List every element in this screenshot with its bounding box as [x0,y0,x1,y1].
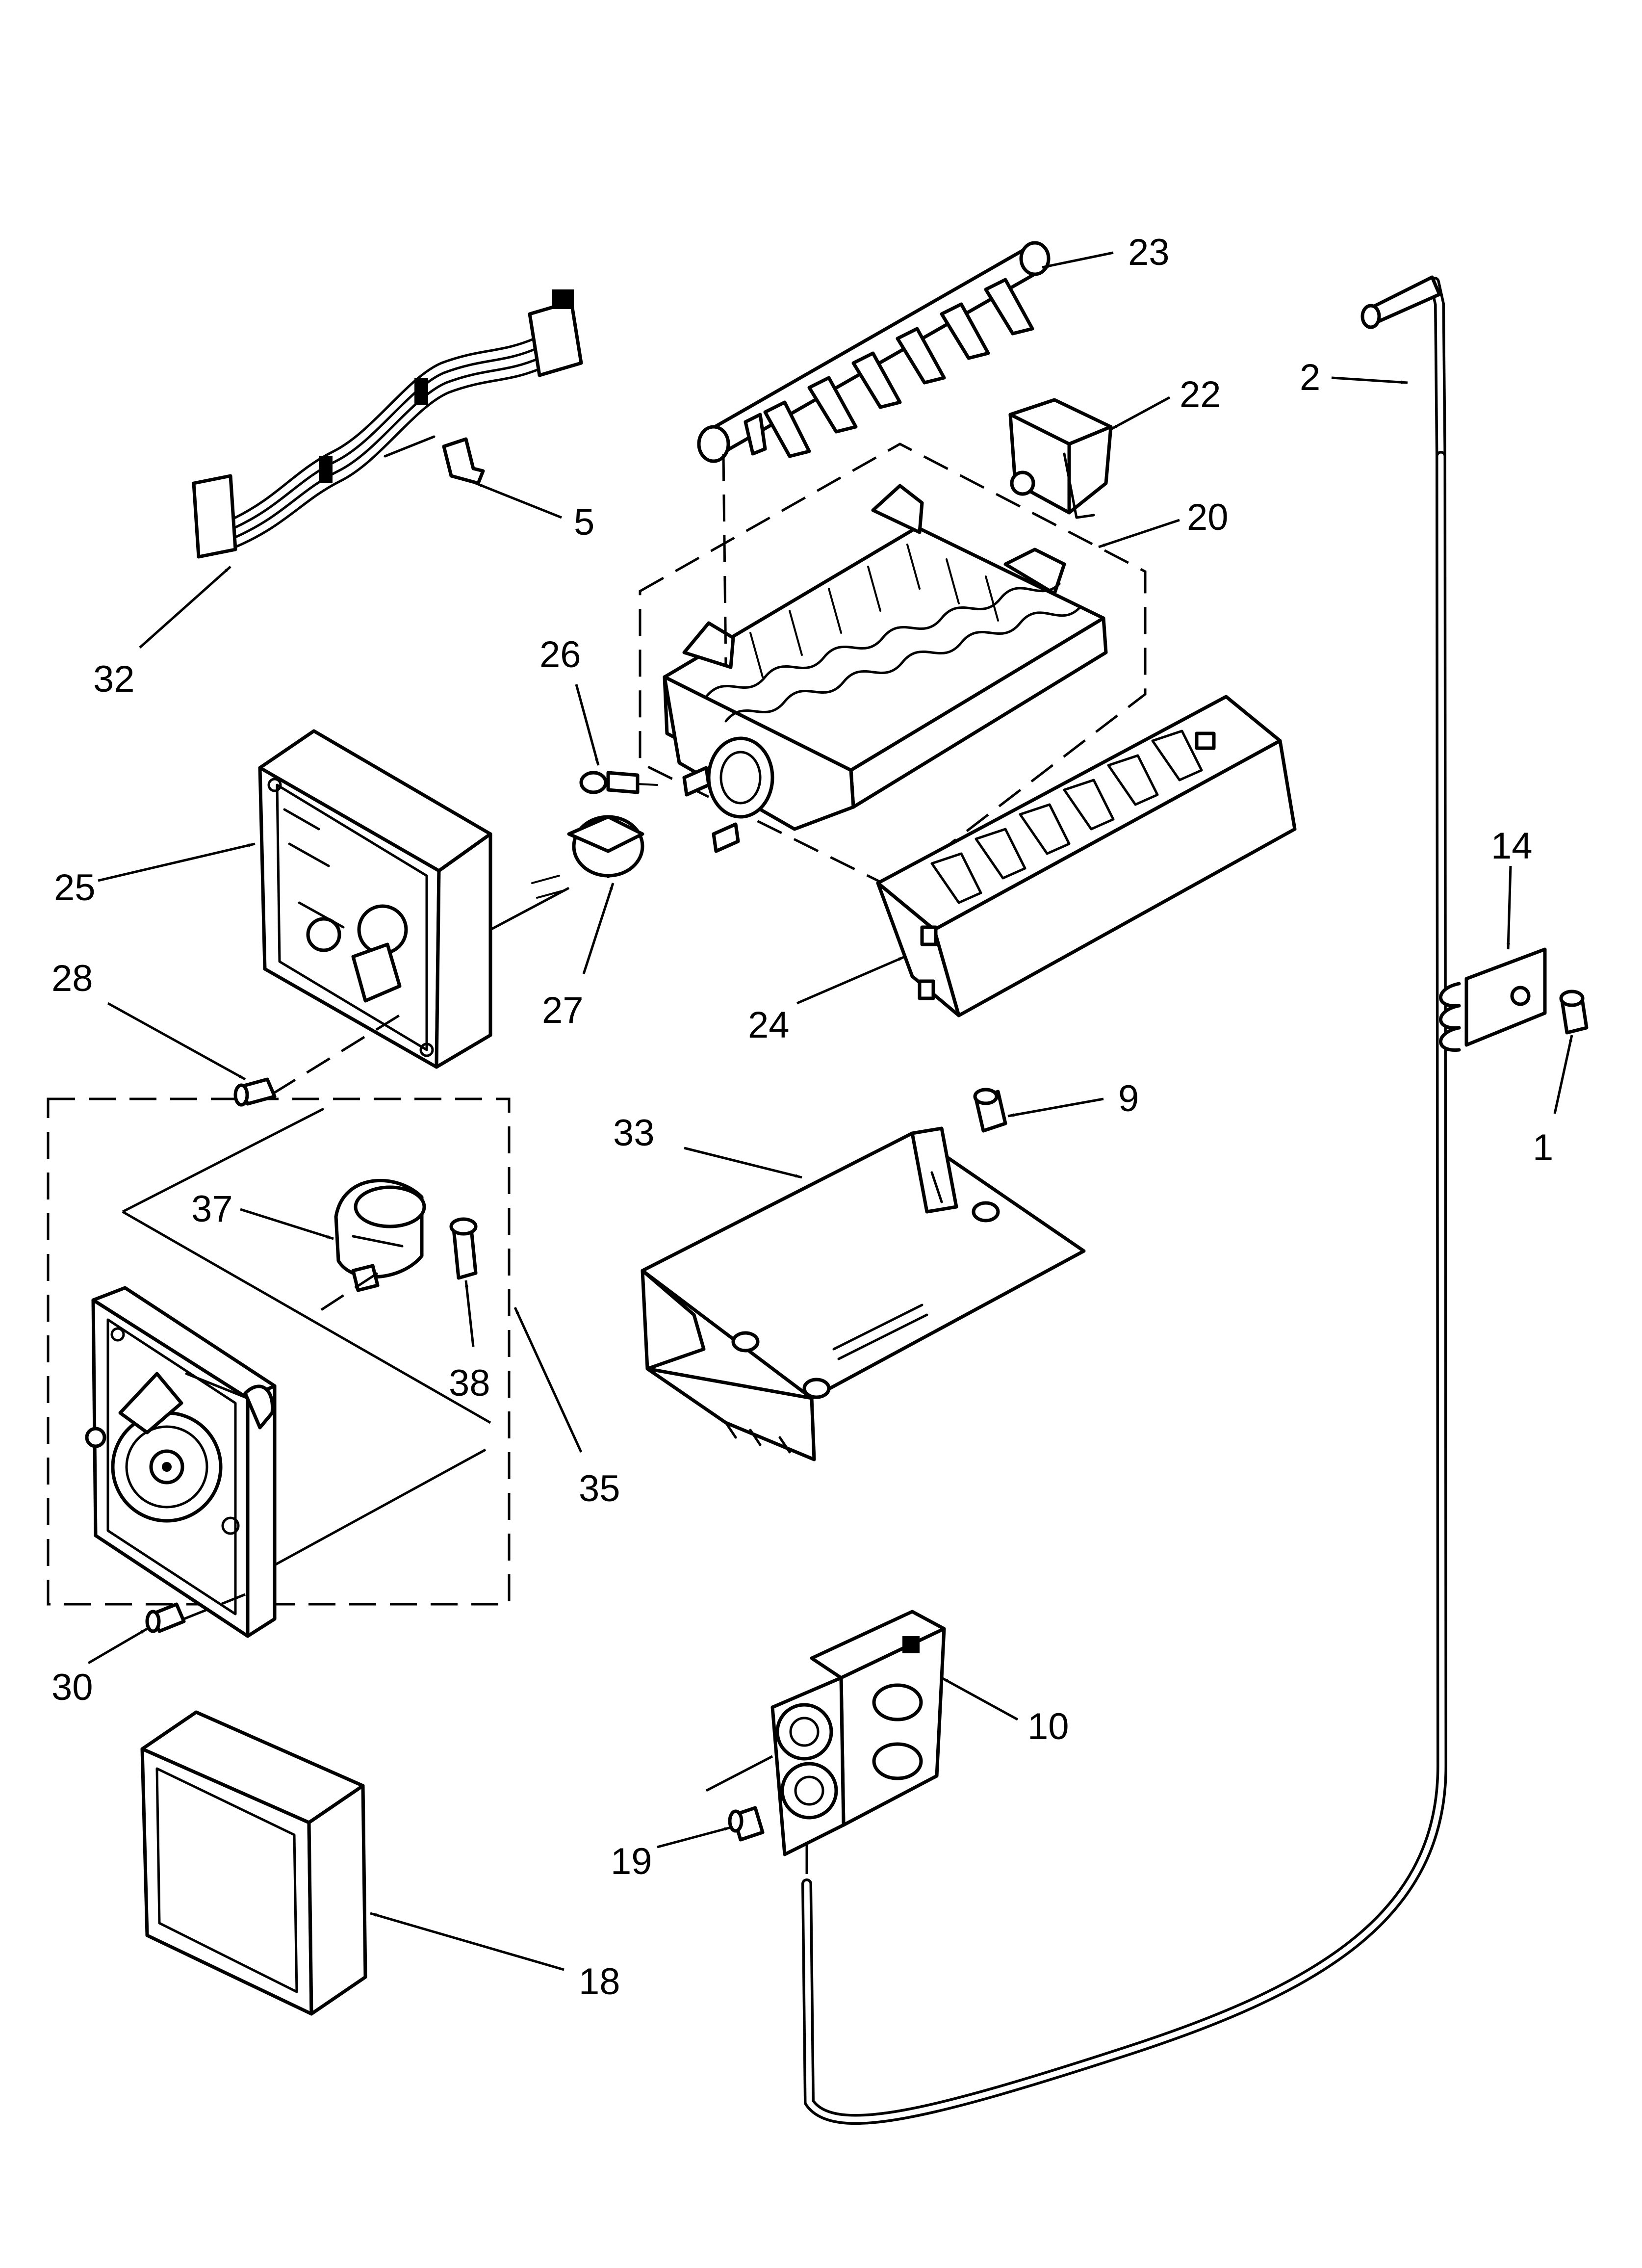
screw-part-30[interactable] [145,1602,186,1633]
wire-clip-part-5[interactable] [442,437,485,485]
leader-27 [582,883,615,974]
leader-1 [1553,1035,1573,1114]
leader-26 [575,684,600,766]
leader-23 [1042,251,1114,269]
screw-part-19[interactable] [728,1806,765,1842]
callout-5: 5 [574,501,594,543]
mold-assembly-dashed-outline [639,443,1147,889]
callout-33: 33 [613,1112,655,1154]
callout-20: 20 [1187,496,1229,538]
callout-37: 37 [191,1188,233,1230]
callout-30: 30 [51,1667,93,1708]
callout-14: 14 [1491,825,1533,867]
mounting-bracket-part-33[interactable] [641,1126,1086,1461]
callout-18: 18 [579,1961,620,2003]
tube-clamp-part-14[interactable] [1439,947,1547,1052]
kit-diagonal-line-upper [122,1107,325,1213]
motor-part-37[interactable] [334,1178,426,1292]
kit-diagonal-line-b [274,1448,487,1566]
callout-19: 19 [611,1841,652,1882]
leader-35 [513,1306,583,1453]
insulation-pad-part-18[interactable] [140,1710,367,2016]
callout-2: 2 [1300,357,1320,398]
fill-tube-part-2[interactable] [801,275,1447,2125]
alignment-line-motor [320,1272,379,1311]
motor-control-kit-dashed-outline [47,1097,511,1606]
leader-25 [98,842,256,882]
leader-2 [1331,376,1408,384]
screw-part-28[interactable] [233,1077,277,1107]
callout-22: 22 [1180,374,1221,416]
leader-28 [107,1002,246,1081]
callout-23: 23 [1128,232,1170,273]
leader-20 [1098,519,1180,548]
callout-24: 24 [748,1004,790,1046]
water-valve-part-10[interactable] [770,1610,946,1856]
screw-part-9[interactable] [973,1088,1007,1133]
callout-9: 9 [1118,1078,1139,1120]
leader-18 [370,1912,564,1971]
thermostat-part-27[interactable] [531,815,644,899]
callout-1: 1 [1533,1127,1553,1169]
alignment-line-module-to-screw [271,1009,408,1095]
callout-35: 35 [579,1468,620,1510]
ice-stripper-part-24[interactable] [876,695,1297,1017]
callout-25: 25 [54,867,96,909]
ice-mold-part-20[interactable] [663,484,1108,853]
control-module-part-35[interactable] [85,1286,277,1638]
ejector-blade-shaft-part-23[interactable] [697,241,1051,463]
leader-32 [139,566,231,649]
alignment-line-module-to-mold [489,886,570,931]
module-housing-part-25[interactable] [258,729,492,1069]
callout-10: 10 [1027,1706,1069,1747]
callout-32: 32 [93,658,135,700]
leader-9 [1007,1097,1104,1118]
leader-22 [1110,396,1171,431]
leader-10 [941,1676,1019,1721]
coupler-part-26[interactable] [579,771,658,794]
callout-38: 38 [449,1362,490,1404]
wiring-harness-part-32[interactable] [192,289,583,559]
fill-cup-part-22[interactable] [1008,398,1113,519]
alignment-line-screw-19 [705,1755,773,1792]
callout-26: 26 [539,634,581,676]
leader-37 [240,1208,334,1240]
leader-19 [657,1826,731,1849]
leader-30 [87,1627,148,1665]
callout-27: 27 [542,990,584,1031]
kit-diagonal-line-a [122,1210,491,1424]
screw-part-38[interactable] [449,1217,478,1280]
callout-28: 28 [51,958,93,999]
leader-33 [684,1147,802,1179]
leader-14 [1506,865,1512,950]
leader-24 [796,955,905,1005]
leader-5 [475,482,562,519]
leader-38 [464,1280,475,1347]
screw-part-1[interactable] [1559,990,1589,1035]
alignment-line-shaft-to-mold [722,453,727,668]
alignment-line-screw-30 [183,1593,246,1620]
